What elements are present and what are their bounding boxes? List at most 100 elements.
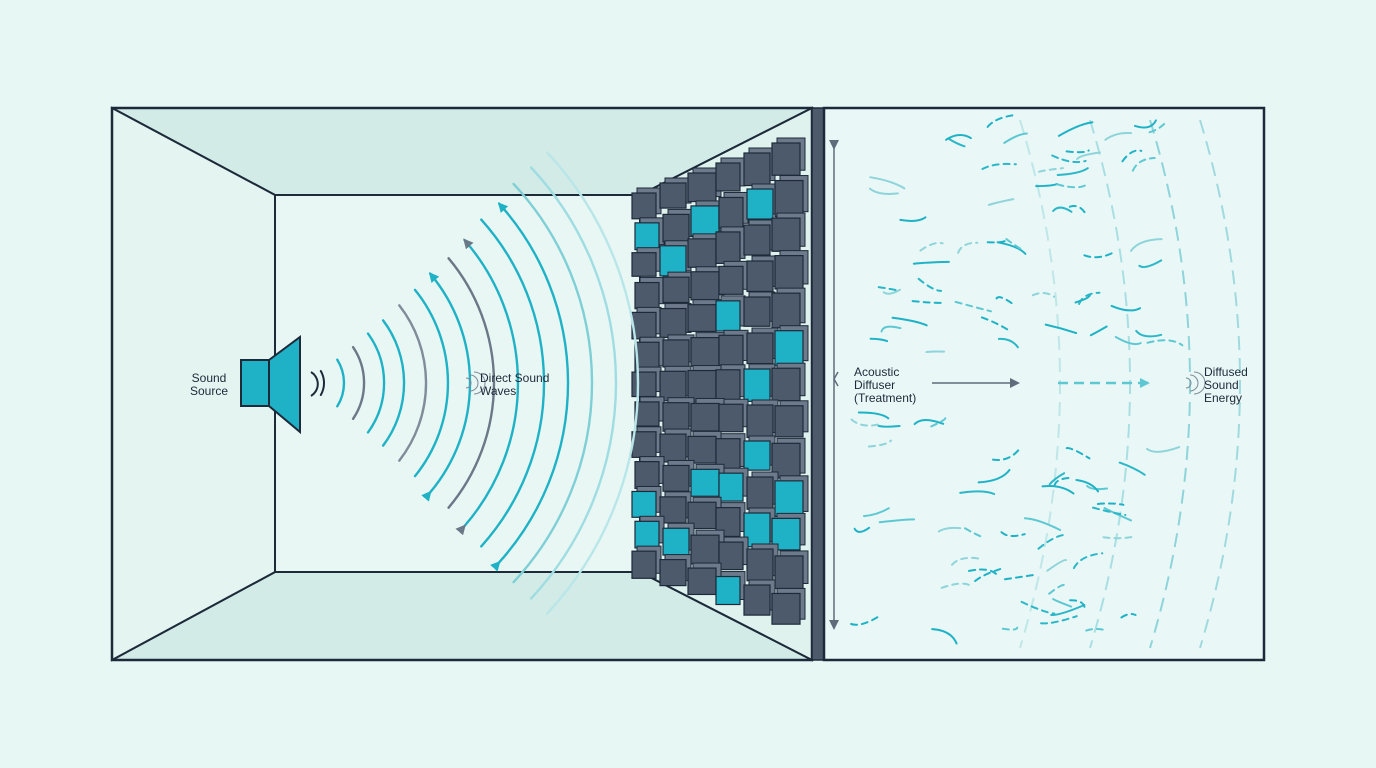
- diffuser-block: [715, 571, 746, 606]
- diffused-wave-fragment: [863, 507, 890, 518]
- diffused-wave-fragment: [1065, 447, 1091, 460]
- diffused-wave-fragment: [1035, 183, 1058, 188]
- diffuser-block: [774, 250, 809, 290]
- diffused-wave-fragment: [957, 241, 979, 254]
- diffuser-block: [718, 536, 749, 571]
- diffused-wave-fragment: [1041, 484, 1075, 495]
- diffused-wave-fragment: [877, 424, 901, 428]
- diffuser-block: [634, 456, 665, 490]
- diffused-wave-fragment: [954, 300, 992, 313]
- diffused-wave-fragment: [992, 449, 1020, 461]
- diffused-wave-fragment: [913, 418, 945, 426]
- diffuser-block: [743, 219, 776, 256]
- diffuser-block: [662, 271, 695, 304]
- diffuser-block: [746, 183, 779, 220]
- sound-wave-arc: [529, 166, 618, 600]
- diffused-wave-fragment: [1114, 336, 1142, 346]
- diffuser-block: [718, 329, 749, 367]
- diffused-wave-fragment: [951, 556, 980, 566]
- diffuser-block: [631, 187, 662, 220]
- sound-wave-arc: [381, 319, 406, 447]
- diffuser-block: [715, 226, 746, 265]
- diffused-wave-fragment: [850, 418, 884, 427]
- diffused-wave-fragment: [1044, 323, 1078, 335]
- diffused-wave-fragment: [911, 300, 944, 304]
- diffused-wave-fragment: [1050, 604, 1086, 617]
- diffused-wave-fragment: [1085, 628, 1104, 632]
- diffused-wave-fragment: [1138, 259, 1163, 268]
- diffused-wave-fragment: [917, 277, 943, 292]
- diffused-wave-fragment: [919, 241, 944, 252]
- diffused-wave-fragment: [996, 241, 1027, 255]
- diffuser-block: [743, 147, 776, 187]
- diffused-wave-fragment: [974, 567, 1003, 582]
- diffused-sound-energy-label: Diffused Sound Energy: [1204, 365, 1248, 405]
- diffused-wave-fragment: [1083, 252, 1113, 259]
- diffuser-block: [718, 260, 749, 295]
- diffuser-block: [743, 363, 776, 402]
- diffused-wave-fragment: [853, 526, 871, 533]
- diffuser-block: [774, 475, 809, 518]
- diffuser-block: [718, 191, 749, 229]
- diffused-wave-fragment: [1089, 325, 1108, 337]
- diffused-wave-fragment: [1052, 206, 1073, 213]
- diffused-wave-fragment: [980, 316, 1009, 331]
- diffused-wave-fragment: [1031, 291, 1056, 298]
- diffused-wave-fragment: [1092, 506, 1127, 516]
- sound-wave-arc: [351, 346, 366, 420]
- diffuser-block: [715, 364, 746, 403]
- diffuser-block: [771, 137, 806, 176]
- sound-wave-arc: [319, 370, 325, 396]
- diffused-wave-fragment: [1005, 238, 1024, 252]
- diffuser-block: [634, 277, 665, 310]
- diffused-wave-fragment: [986, 239, 1008, 244]
- acoustic-diffuser-label: Acoustic Diffuser (Treatment): [854, 365, 917, 405]
- diffuser-block: [659, 365, 692, 402]
- diffused-wavefront: [1199, 119, 1241, 649]
- diffused-wave-fragment: [1057, 121, 1094, 137]
- diffuser-block: [687, 430, 722, 464]
- diffused-wave-fragment: [981, 162, 1017, 170]
- diffuser-block: [662, 208, 695, 243]
- diffused-wave-fragment: [940, 582, 970, 589]
- diffused-wave-fragment: [850, 615, 880, 626]
- diffused-wave-fragment: [891, 316, 928, 327]
- diffused-wave-fragment: [1131, 157, 1156, 172]
- diffused-wave-fragment: [987, 198, 1015, 206]
- diffuser-block: [634, 515, 665, 549]
- diffuser-block: [743, 507, 776, 548]
- diffuser-block: [659, 428, 692, 463]
- sound-source-label: Sound Source: [189, 371, 229, 398]
- sound-wave-icon: [1185, 371, 1206, 395]
- diffuser-block: [631, 426, 662, 458]
- diffuser-block: [718, 398, 749, 433]
- diffused-wavefront: [1149, 119, 1191, 649]
- diffused-wave-fragment: [899, 216, 927, 222]
- diffused-wave-fragment: [930, 417, 947, 428]
- diffuser-block: [743, 291, 776, 327]
- diffuser-block: [774, 400, 809, 438]
- diffused-wave-fragment: [882, 288, 901, 295]
- diffuser-block: [659, 177, 692, 209]
- diffused-wave-fragment: [1120, 613, 1137, 619]
- diffuser-block: [631, 306, 662, 340]
- diffuser-block: [746, 471, 779, 510]
- diffused-wave-fragment: [857, 411, 890, 420]
- diffuser-block: [659, 491, 692, 524]
- diffused-wave-fragment: [1051, 154, 1087, 164]
- sound-wave-icon: [465, 371, 486, 395]
- diffused-wave-fragment: [964, 527, 984, 539]
- diffuser-block: [746, 399, 779, 439]
- diffused-wave-fragment: [1102, 535, 1137, 540]
- direct-sound-waves: [319, 151, 640, 615]
- diffused-wave-fragment: [1038, 167, 1064, 173]
- diffused-wave-fragment: [1118, 461, 1146, 476]
- diffused-wave-fragment: [1074, 294, 1091, 304]
- diffused-wave-fragment: [1068, 205, 1088, 218]
- diffused-wave-fragment: [1072, 552, 1104, 570]
- diffused-wave-fragment: [1037, 533, 1067, 550]
- diffused-wave-fragment: [877, 286, 901, 292]
- diffused-wave-fragment: [1104, 132, 1133, 141]
- speaker-icon: [240, 335, 319, 435]
- diffused-wave-fragment: [1096, 502, 1125, 506]
